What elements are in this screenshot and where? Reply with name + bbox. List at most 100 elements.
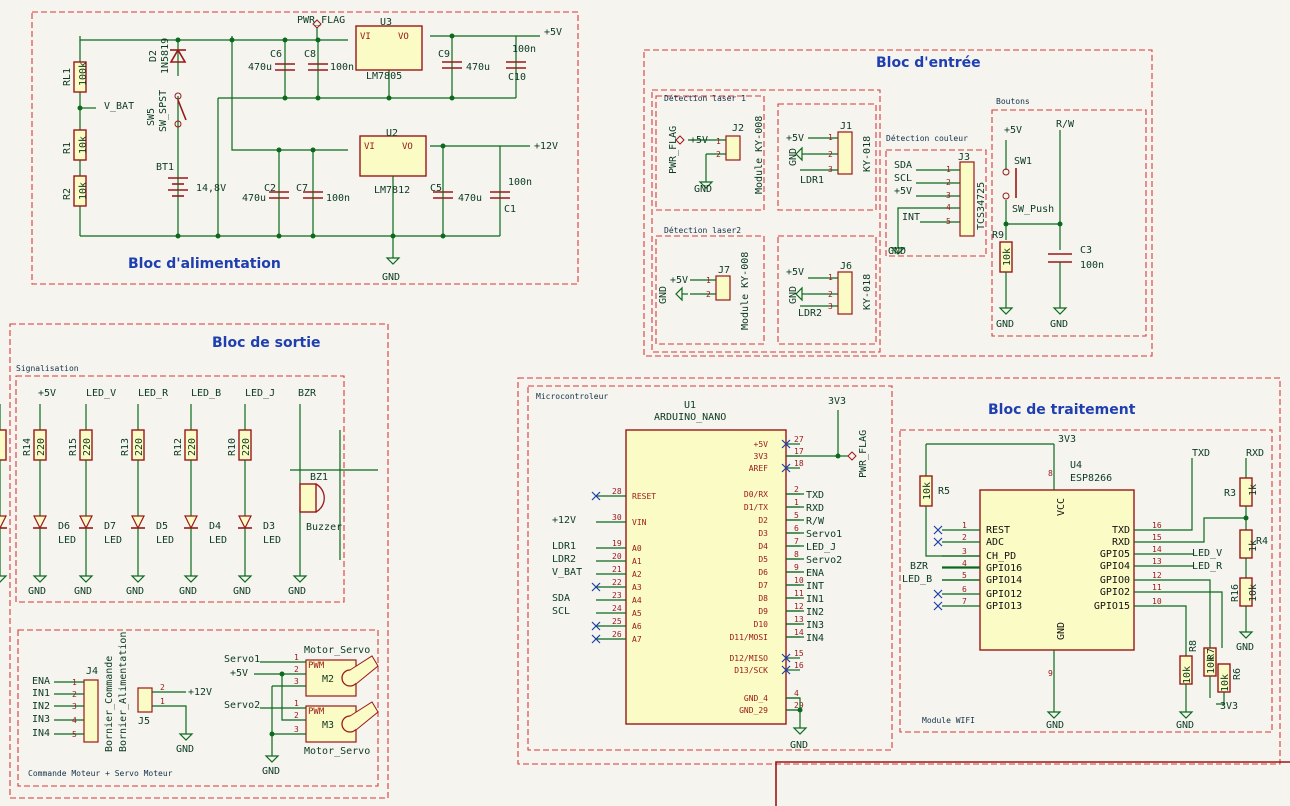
mcu-pin-name: A2 xyxy=(632,570,642,579)
svg-text:GND: GND xyxy=(790,740,808,751)
svg-text:10k: 10k xyxy=(1220,674,1231,692)
svg-text:R15: R15 xyxy=(68,438,79,456)
svg-text:100n: 100n xyxy=(512,44,536,55)
svg-text:LED_V: LED_V xyxy=(86,388,116,399)
mcu-pin-name: D3 xyxy=(758,529,768,538)
mcu-pin-num: 16 xyxy=(794,661,804,670)
svg-text:ESP8266: ESP8266 xyxy=(1070,473,1112,484)
mcu-pin-num: 9 xyxy=(794,563,799,572)
laser1-frame-b xyxy=(777,103,877,211)
svg-text:LED: LED xyxy=(58,535,76,546)
mcu-pin-name: D9 xyxy=(758,607,768,616)
svg-text:1: 1 xyxy=(706,276,711,285)
mcu-net-label: Servo2 xyxy=(806,555,842,566)
mcu-pin-num: 13 xyxy=(794,615,804,624)
svg-text:RL1: RL1 xyxy=(62,68,73,86)
svg-text:R6: R6 xyxy=(1232,668,1243,680)
mcu-pin-name: A3 xyxy=(632,583,642,592)
mcu-pin-name: +5V xyxy=(754,440,769,449)
svg-text:V_BAT: V_BAT xyxy=(552,567,582,578)
svg-text:2: 2 xyxy=(72,690,77,699)
svg-text:VO: VO xyxy=(398,32,409,42)
svg-text:TCS34725: TCS34725 xyxy=(976,182,987,230)
svg-text:INT: INT xyxy=(902,212,920,223)
mcu-net-label: IN4 xyxy=(806,633,824,644)
mcu-pin-name: A1 xyxy=(632,557,642,566)
esp-pin-num: 4 xyxy=(962,559,967,568)
svg-text:LDR2: LDR2 xyxy=(798,308,822,319)
svg-text:M2: M2 xyxy=(322,674,334,685)
esp-pin-name: GPIO12 xyxy=(986,589,1022,600)
svg-text:1: 1 xyxy=(294,653,299,662)
svg-text:2: 2 xyxy=(716,150,721,159)
input-circuit xyxy=(675,130,1072,315)
title-output: Bloc de sortie xyxy=(212,335,321,351)
svg-text:2: 2 xyxy=(160,683,165,692)
svg-text:RXD: RXD xyxy=(1246,448,1264,459)
laser-group-frame xyxy=(651,89,881,353)
svg-text:PWM: PWM xyxy=(308,707,325,717)
svg-text:10k: 10k xyxy=(1002,248,1013,266)
arduino-nano: U1 ARDUINO_NANO 28RESET30VIN19A020A121A2… xyxy=(552,396,869,751)
svg-text:IN2: IN2 xyxy=(32,701,50,712)
svg-text:BZR: BZR xyxy=(910,561,929,572)
sub-micro: Microcontroleur xyxy=(536,392,608,401)
svg-text:10k: 10k xyxy=(78,182,89,200)
mcu-net-label: ENA xyxy=(806,568,824,579)
buttons-frame xyxy=(991,109,1147,337)
signal-frame xyxy=(15,375,345,603)
svg-text:GND: GND xyxy=(996,319,1014,330)
mcu-net-label: IN3 xyxy=(806,620,824,631)
svg-text:+12V: +12V xyxy=(552,515,576,526)
svg-text:D4: D4 xyxy=(209,521,221,532)
svg-text:PWR_FLAG: PWR_FLAG xyxy=(858,430,869,478)
sub-wifi: Module WIFI xyxy=(922,716,975,725)
mcu-pin-name: D11/MOSI xyxy=(729,633,768,642)
esp-pin-num: 2 xyxy=(962,533,967,542)
mcu-pin-name: GND_29 xyxy=(739,706,768,715)
svg-text:C3: C3 xyxy=(1080,245,1092,256)
svg-text:U3: U3 xyxy=(380,17,392,28)
svg-text:+12V: +12V xyxy=(188,687,212,698)
mcu-pin-name: D5 xyxy=(758,555,768,564)
mcu-pin-num: 11 xyxy=(794,589,804,598)
svg-text:1k: 1k xyxy=(1248,484,1259,496)
svg-text:M3: M3 xyxy=(322,720,334,731)
svg-text:GND: GND xyxy=(694,184,712,195)
svg-text:+5V: +5V xyxy=(894,186,912,197)
svg-text:LM7805: LM7805 xyxy=(366,71,402,82)
svg-text:C9: C9 xyxy=(438,49,450,60)
svg-text:D3: D3 xyxy=(263,521,275,532)
svg-text:1: 1 xyxy=(716,137,721,146)
svg-text:10k: 10k xyxy=(1206,656,1217,674)
svg-text:2: 2 xyxy=(828,290,833,299)
esp-pin-num: 15 xyxy=(1152,533,1162,542)
svg-text:R2: R2 xyxy=(62,188,73,200)
esp-pin-num: 14 xyxy=(1152,545,1162,554)
svg-text:SDA: SDA xyxy=(552,593,570,604)
svg-text:GND: GND xyxy=(288,586,306,597)
svg-text:U1: U1 xyxy=(684,400,696,411)
mcu-pin-name: A7 xyxy=(632,635,642,644)
mcu-pin-name: D0/RX xyxy=(744,490,768,499)
svg-text:U4: U4 xyxy=(1070,460,1082,471)
svg-text:GND: GND xyxy=(1056,622,1067,640)
esp-pin-name: GPIO16 xyxy=(986,563,1022,574)
esp-pin-num: 11 xyxy=(1152,583,1162,592)
svg-text:LED_R: LED_R xyxy=(1192,561,1223,572)
mcu-pin-name: D6 xyxy=(758,568,768,577)
svg-text:1: 1 xyxy=(294,699,299,708)
sub-color: Détection couleur xyxy=(886,133,968,143)
esp-pin-name: ADC xyxy=(986,537,1004,548)
svg-text:5: 5 xyxy=(72,730,77,739)
mcu-pin-num: 19 xyxy=(612,539,622,548)
svg-text:GND: GND xyxy=(74,586,92,597)
mcu-pin-num: 21 xyxy=(612,565,622,574)
svg-text:LED_J: LED_J xyxy=(245,388,275,399)
svg-text:2: 2 xyxy=(828,150,833,159)
mcu-net-label: LED_J xyxy=(806,542,836,553)
svg-text:470u: 470u xyxy=(248,62,272,73)
svg-text:9: 9 xyxy=(1048,669,1053,678)
title-input: Bloc d'entrée xyxy=(876,55,981,71)
svg-text:GND: GND xyxy=(788,286,799,304)
